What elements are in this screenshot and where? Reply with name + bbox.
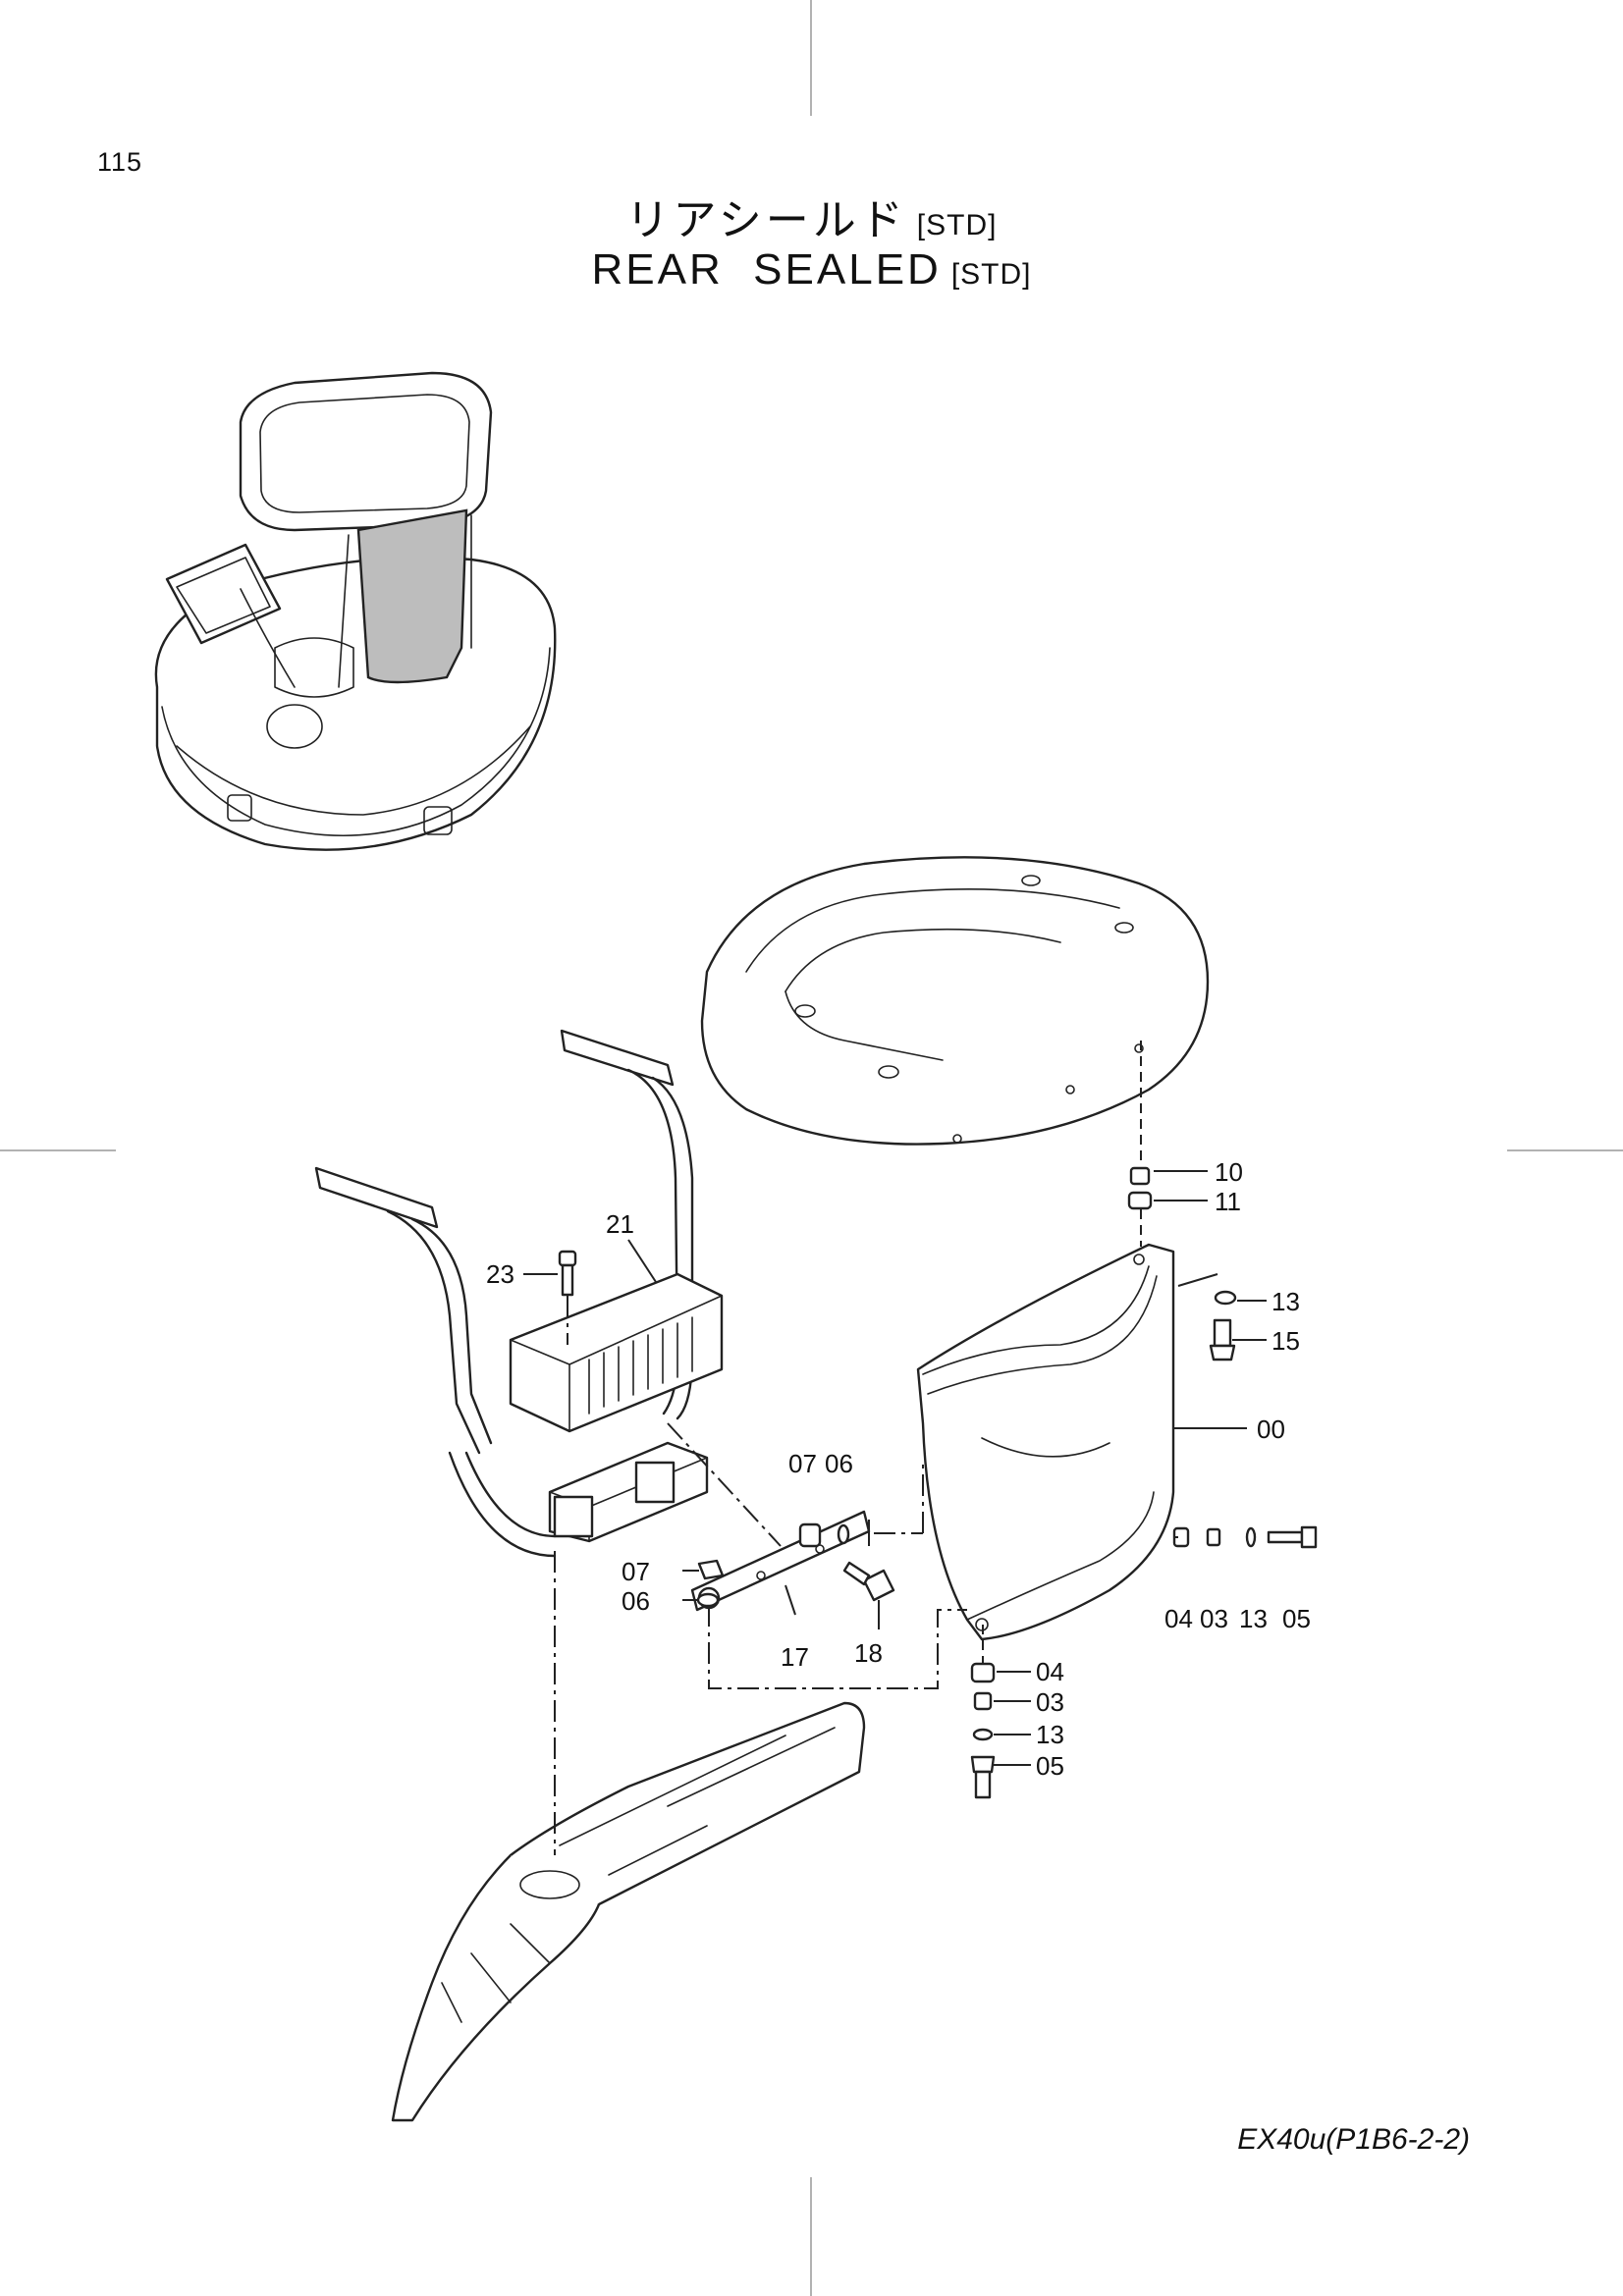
callout-03-right: 03 (1200, 1604, 1228, 1633)
callout-17: 17 (781, 1642, 809, 1672)
callout-05-right: 05 (1282, 1604, 1311, 1633)
hardware-04-03-13-05-bottom (970, 1625, 996, 1799)
machine-overview-illustration (154, 371, 557, 851)
callout-18: 18 (854, 1638, 883, 1668)
callout-07-left: 07 (622, 1557, 650, 1586)
cover-21 (509, 1272, 724, 1433)
callout-13-upper: 13 (1271, 1287, 1300, 1316)
title-english-text: REAR SEALED (591, 245, 942, 294)
callout-10: 10 (1215, 1157, 1243, 1187)
page-number: 115 (97, 147, 143, 177)
callout-03-bottom: 03 (1036, 1687, 1064, 1717)
title-english: REAR SEALED[STD] (0, 245, 1623, 294)
callout-05-bottom: 05 (1036, 1751, 1064, 1781)
hardware-07-06-upper (798, 1520, 870, 1548)
callout-06-upper: 06 (825, 1449, 853, 1478)
callout-04-right: 04 (1164, 1604, 1193, 1633)
hardware-10-11 (1127, 1041, 1153, 1247)
title-english-tag: [STD] (950, 258, 1032, 291)
model-reference: EX40u(P1B6-2-2) (1237, 2123, 1470, 2156)
rear-shield-panel-00 (916, 1243, 1175, 1641)
hardware-04-03-13-05-right (1172, 1525, 1318, 1549)
callout-23: 23 (486, 1259, 514, 1289)
callout-labels: 00 03 03 04 04 05 05 06 06 07 07 10 11 1… (486, 1157, 1311, 1781)
callout-21: 21 (606, 1209, 634, 1239)
floor-section (391, 1701, 866, 2122)
callout-07-upper: 07 (788, 1449, 817, 1478)
callout-13-bottom: 13 (1036, 1720, 1064, 1749)
callout-04-bottom: 04 (1036, 1657, 1064, 1686)
canopy-roof (700, 856, 1210, 1146)
bolt-23 (558, 1250, 577, 1345)
title-japanese-text: リアシールド (625, 196, 907, 244)
hardware-13-15 (1177, 1273, 1237, 1362)
callout-15: 15 (1271, 1326, 1300, 1356)
callout-00: 00 (1257, 1415, 1285, 1444)
bolt-18 (842, 1561, 895, 1602)
title-japanese: リアシールド [STD] (0, 185, 1623, 247)
callout-06-left: 06 (622, 1586, 650, 1616)
rops-frame (314, 1029, 709, 1558)
callout-13-right: 13 (1239, 1604, 1268, 1633)
assembly-centre-lines (554, 1422, 1178, 1855)
callout-leaders (523, 1170, 1267, 1766)
title-japanese-tag: [STD] (916, 209, 998, 241)
callout-11: 11 (1215, 1187, 1241, 1216)
